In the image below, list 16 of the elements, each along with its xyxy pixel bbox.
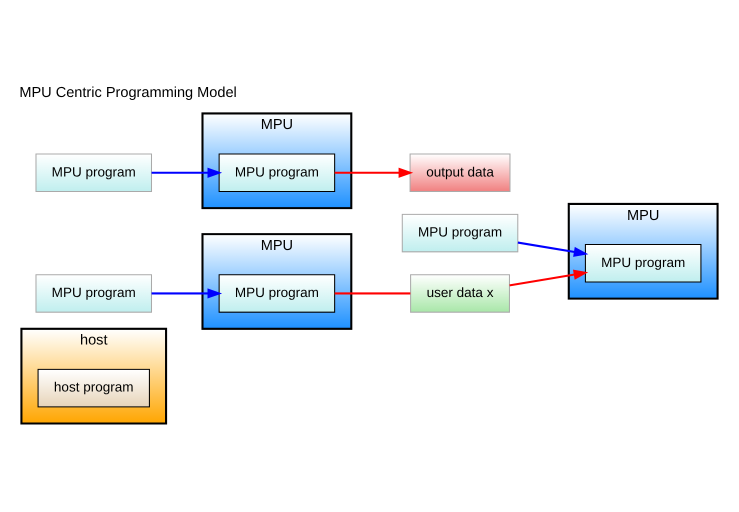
node-box: MPU program [35, 274, 152, 312]
node-box: MPU program [35, 152, 152, 192]
arrow [509, 269, 588, 286]
node-box: user data x [410, 274, 510, 312]
node-box: MPU program [218, 152, 336, 192]
arrow [518, 241, 588, 256]
node-box: output data [410, 152, 510, 192]
node-box: MPU program [584, 244, 702, 282]
arrow [334, 167, 414, 178]
node-box: MPU program [402, 213, 518, 252]
arrow [152, 288, 222, 298]
diagram-title: MPU Centric Programming Model [19, 84, 237, 100]
connector [334, 292, 410, 294]
node-box: host program [38, 368, 150, 407]
arrow [152, 167, 222, 178]
node-box: MPU program [218, 274, 336, 312]
